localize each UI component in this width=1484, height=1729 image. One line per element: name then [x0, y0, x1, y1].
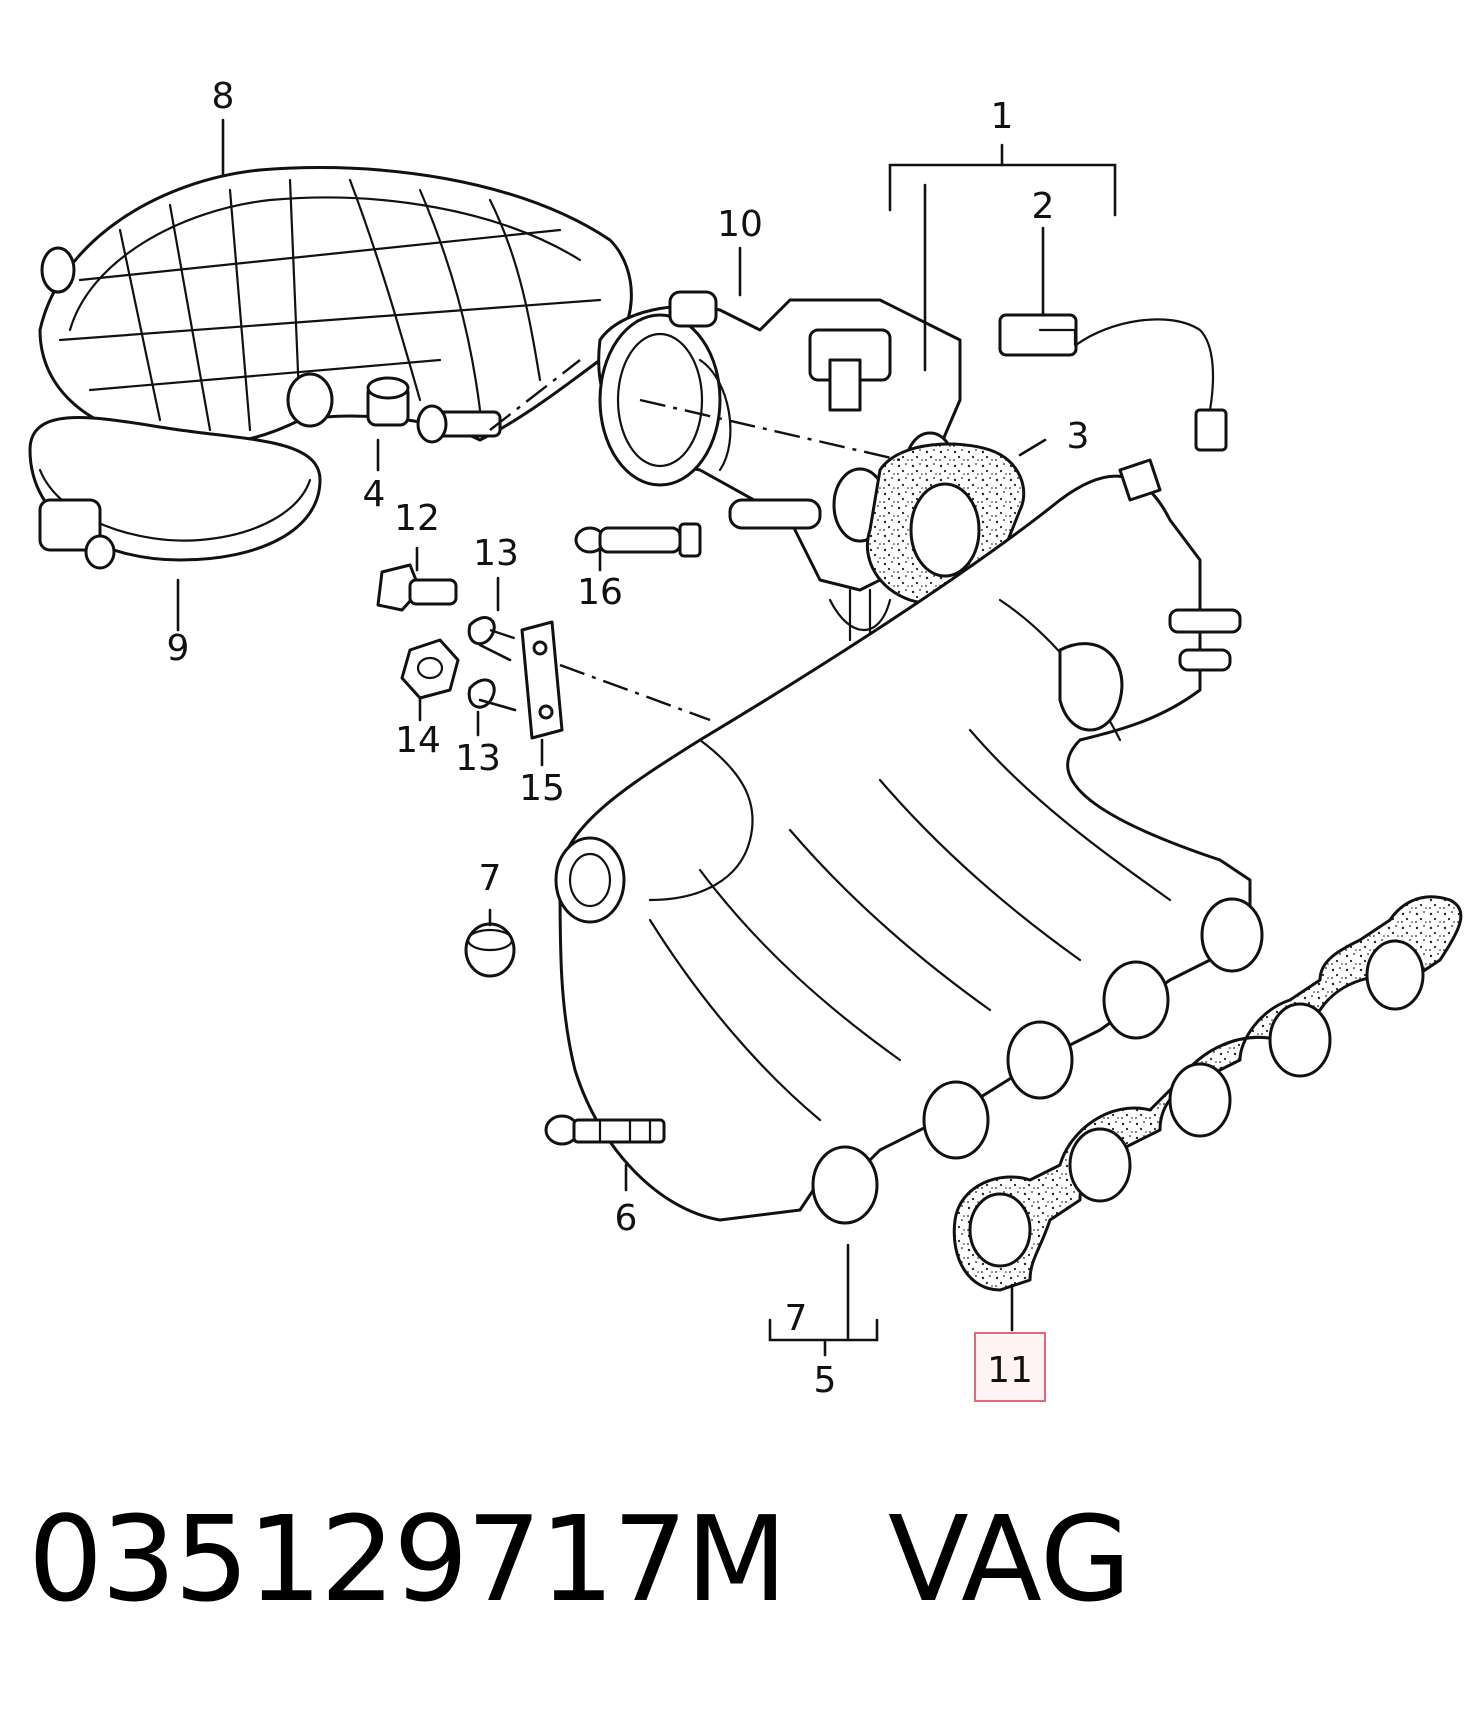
vacuum-fitting	[366, 376, 502, 444]
callout-14: 14	[395, 720, 441, 761]
intake-air-boot	[38, 166, 633, 446]
washer-upper	[467, 616, 496, 646]
callout-8: 8	[212, 76, 235, 117]
gasket-bore	[909, 482, 981, 578]
callout-7-plug: 7	[479, 858, 502, 899]
callout-15: 15	[519, 768, 565, 809]
gasket-port-holes	[968, 939, 1425, 1268]
callout-2: 2	[1032, 186, 1055, 227]
callout-1: 1	[991, 96, 1014, 137]
callout-6: 6	[615, 1198, 638, 1239]
bracket-plate	[520, 620, 564, 740]
brand-caption: VAG	[888, 1490, 1132, 1628]
manifold-flange-ports	[811, 897, 1264, 1225]
washer-lower	[467, 678, 496, 709]
centerline-bracket-manifold	[559, 663, 711, 722]
callout-7-flange: 7	[785, 1298, 808, 1339]
hex-bolt	[376, 563, 458, 612]
leader-lines	[176, 118, 1117, 1357]
centerline-bolt-bracket	[489, 628, 521, 642]
callout-16: 16	[577, 572, 623, 613]
throttle-body	[597, 290, 962, 642]
callout-13-upper: 13	[473, 533, 519, 574]
sealing-plug	[464, 922, 516, 978]
callout-4: 4	[363, 474, 386, 515]
intake-manifold	[554, 458, 1252, 1222]
throttle-position-sensor	[998, 313, 1228, 452]
hex-nut	[400, 638, 460, 700]
callout-9: 9	[167, 628, 190, 669]
highlight-box-callout-11	[974, 1332, 1046, 1402]
callout-13-lower: 13	[455, 738, 501, 779]
callout-5: 5	[814, 1360, 837, 1401]
hose-clamp	[28, 416, 322, 570]
callout-12: 12	[394, 498, 440, 539]
callout-10: 10	[717, 204, 763, 245]
hose-nipple	[574, 522, 702, 558]
callout-3: 3	[1067, 416, 1090, 457]
centerline-boot-throttle	[489, 359, 581, 431]
callout-11: 11	[987, 1350, 1033, 1391]
part-number-caption: 035129717M	[28, 1490, 787, 1628]
stud-bolt	[544, 1114, 666, 1146]
